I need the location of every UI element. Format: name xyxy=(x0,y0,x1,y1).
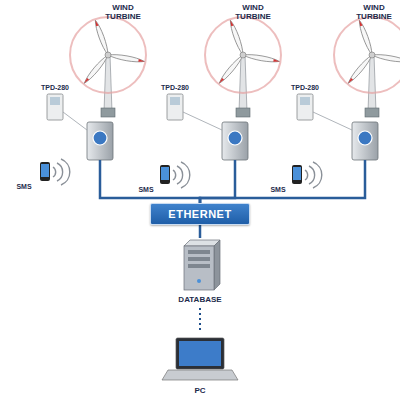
node-label: WIND TURBINE xyxy=(348,3,400,21)
logger-logo xyxy=(93,131,107,145)
wireless-waves xyxy=(305,162,322,188)
panel-body xyxy=(297,94,313,120)
network-cable xyxy=(100,160,200,203)
panel-screen xyxy=(170,97,180,105)
rotor-ring xyxy=(334,17,400,93)
network-cable xyxy=(199,225,202,238)
phone-screen xyxy=(293,167,301,180)
tpd-panel xyxy=(47,94,87,130)
database-node: DATABASE xyxy=(165,238,235,308)
phone-screen xyxy=(41,164,49,177)
laptop-base xyxy=(162,370,238,380)
wind-turbine-illustration xyxy=(205,17,281,160)
device-label: TPD-280 xyxy=(30,84,80,92)
panel-body xyxy=(167,94,183,120)
wind-turbine: WIND TURBINE xyxy=(55,0,160,160)
mobile-phone xyxy=(292,162,322,188)
mobile-phone xyxy=(160,162,190,188)
data-logger xyxy=(222,122,248,160)
turbine-tower xyxy=(104,55,112,112)
sms-label: SMS xyxy=(253,186,303,194)
panel-wire xyxy=(63,112,87,130)
phone-body xyxy=(40,162,50,181)
network-cable xyxy=(200,160,235,203)
turbine-blade xyxy=(228,19,245,55)
device-label: TPD-280 xyxy=(280,84,330,92)
turbine-base xyxy=(236,108,250,117)
panel-wire xyxy=(313,112,352,130)
phone-body xyxy=(292,165,302,184)
turbine-blade xyxy=(217,53,244,84)
laptop-screen xyxy=(179,341,221,366)
wireless-waves xyxy=(173,162,190,188)
wind-turbine: WIND TURBINE xyxy=(318,0,400,160)
turbine-blade xyxy=(82,53,109,84)
data-logger xyxy=(352,122,378,160)
panel-screen xyxy=(50,97,60,105)
rotor-ring xyxy=(70,17,146,93)
turbine-base xyxy=(365,108,379,117)
drive-bay xyxy=(188,257,210,261)
power-light xyxy=(197,279,201,283)
turbine-blade xyxy=(346,53,373,84)
rotor-hub xyxy=(105,52,111,58)
wind-turbine-illustration xyxy=(334,17,400,160)
tpd-panel xyxy=(297,94,352,130)
device-label: TPD-280 xyxy=(150,84,200,92)
turbine-tower xyxy=(368,55,376,112)
rotor-ring xyxy=(205,17,281,93)
rotor-hub xyxy=(240,52,246,58)
network-cable xyxy=(200,160,365,203)
logger-logo xyxy=(358,131,372,145)
panel-screen xyxy=(300,97,310,105)
wind-turbine-illustration xyxy=(70,17,146,160)
laptop-screen-frame xyxy=(176,338,224,369)
panel-body xyxy=(47,94,63,120)
logger-logo xyxy=(228,131,242,145)
node-label: DATABASE xyxy=(165,295,235,304)
phone-screen xyxy=(161,167,169,180)
turbine-blade xyxy=(93,19,110,55)
wind-turbine: WIND TURBINE xyxy=(185,0,290,160)
drive-bay xyxy=(188,264,210,268)
laptop-pc xyxy=(162,338,238,380)
turbine-blade xyxy=(243,53,280,64)
database-server xyxy=(184,240,220,290)
node-label: ETHERNET xyxy=(168,208,231,220)
rotor-hub xyxy=(369,52,375,58)
node-label: PC xyxy=(160,386,240,395)
turbine-tower xyxy=(239,55,247,112)
mobile-phone xyxy=(40,159,70,185)
turbine-blade xyxy=(357,19,374,55)
wireless-waves xyxy=(53,159,70,185)
turbine-blade xyxy=(108,53,145,64)
dotted-link xyxy=(199,308,201,330)
node-label: WIND TURBINE xyxy=(227,3,279,21)
server-side xyxy=(214,240,220,290)
network-box: ETHERNET xyxy=(150,203,250,225)
pc-node: PC xyxy=(160,330,240,398)
tpd-panel xyxy=(167,94,222,130)
server-front xyxy=(184,246,214,290)
sms-label: SMS xyxy=(121,186,171,194)
drive-bay xyxy=(188,250,210,254)
turbine-blade xyxy=(372,53,400,64)
node-label: WIND TURBINE xyxy=(97,3,149,21)
data-logger xyxy=(87,122,113,160)
phone-body xyxy=(160,165,170,184)
panel-wire xyxy=(183,112,222,130)
sms-label: SMS xyxy=(0,183,49,191)
turbine-base xyxy=(101,108,115,117)
